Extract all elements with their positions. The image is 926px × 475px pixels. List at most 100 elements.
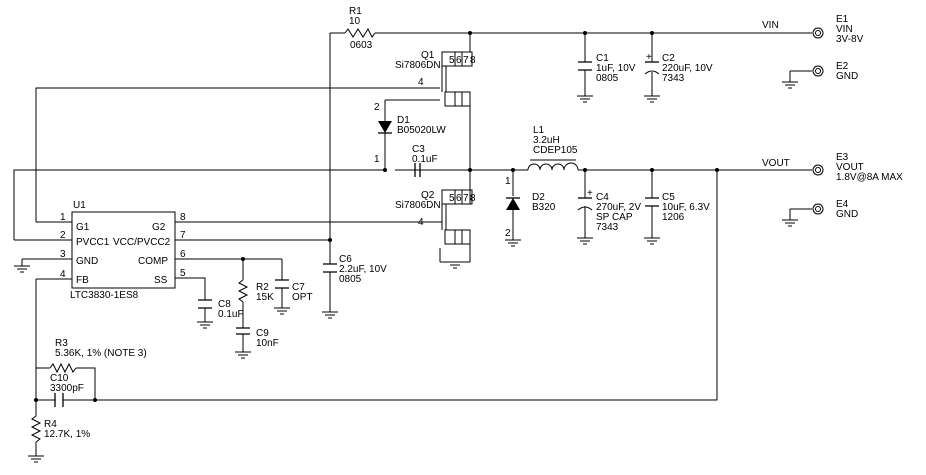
d2-part: B320	[532, 202, 556, 213]
terminal-e3: E3 VOUT 1.8V@8A MAX	[812, 152, 903, 183]
mosfet-q2: 5 6 7 8 4 Q2 Si7806DN	[395, 189, 476, 245]
l1-value: 3.2uH	[533, 135, 560, 146]
c6-package: 0805	[339, 274, 362, 285]
capacitor-c2: + C2 220uF, 10V 7343	[644, 52, 713, 84]
q1-pin-6: 6	[456, 55, 462, 66]
c2-value: 220uF, 10V	[662, 63, 713, 74]
r4-ref: R4	[44, 419, 57, 430]
ic-u1: U1 LTC3830-1ES8 1 2 3 4 8 7 6 5 G1 PVCC1…	[60, 200, 186, 301]
u1-pin2-num: 2	[60, 230, 66, 241]
q1-pin-5: 5	[449, 55, 455, 66]
u1-part: LTC3830-1ES8	[70, 290, 139, 301]
c9-ref: C9	[256, 328, 269, 339]
c5-value: 10uF, 6.3V	[662, 202, 710, 213]
d1-pin-anode: 2	[374, 102, 380, 113]
u1-pin8-name: G2	[152, 222, 166, 233]
wires	[13, 32, 812, 456]
r1-package: 0603	[350, 40, 373, 51]
c4-polarity-mark: +	[587, 188, 593, 199]
r2-value: 15K	[256, 292, 274, 303]
c2-package: 7343	[662, 73, 685, 84]
e2-label: GND	[836, 71, 858, 82]
d1-ref: D1	[397, 115, 410, 126]
e3-ref: E3	[836, 152, 849, 163]
diode-d2: 1 2 D2 B320	[505, 176, 556, 239]
resistor-r1: R1 10 0603	[344, 6, 376, 51]
c6-value: 2.2uF, 10V	[339, 264, 387, 275]
mosfet-q1: 5 6 7 8 4 Q1 Si7806DN	[395, 50, 476, 107]
u1-pin2-name: PVCC1	[76, 237, 110, 248]
c1-package: 0805	[596, 73, 619, 84]
u1-pin3-name: GND	[76, 256, 98, 267]
terminal-e1: E1 VIN 3V-8V	[812, 14, 864, 45]
q1-part: Si7806DN	[395, 60, 441, 71]
c10-ref: C10	[50, 373, 69, 384]
e2-ref: E2	[836, 61, 849, 72]
q1-ref: Q1	[421, 50, 435, 61]
e1-label: VIN	[836, 24, 853, 35]
q2-pin-6: 6	[456, 193, 462, 204]
c8-ref: C8	[218, 299, 231, 310]
d2-ref: D2	[532, 192, 545, 203]
q1-pin-8: 8	[470, 55, 476, 66]
u1-ref: U1	[73, 200, 86, 211]
net-label-vout: VOUT	[762, 158, 790, 169]
q1-pin-gate: 4	[418, 77, 424, 88]
u1-pin4-name: FB	[76, 275, 89, 286]
e3-desc: 1.8V@8A MAX	[836, 172, 903, 183]
q2-part: Si7806DN	[395, 200, 441, 211]
c10-value: 3300pF	[50, 383, 84, 394]
q2-pin-5: 5	[449, 193, 455, 204]
u1-pin6-num: 6	[180, 249, 186, 260]
c4-package: 7343	[596, 222, 619, 233]
c2-polarity-mark: +	[646, 52, 652, 63]
u1-pin1-num: 1	[60, 212, 66, 223]
e4-label: GND	[836, 209, 858, 220]
capacitor-c6: C6 2.2uF, 10V 0805	[323, 254, 387, 285]
c9-value: 10nF	[256, 338, 279, 349]
u1-pin1-name: G1	[76, 222, 90, 233]
r1-value: 10	[349, 16, 361, 27]
net-label-vin: VIN	[762, 20, 779, 31]
e1-desc: 3V-8V	[836, 34, 864, 45]
capacitor-c1: C1 1uF, 10V 0805	[578, 53, 636, 84]
terminal-e4: E4 GND	[812, 199, 858, 220]
e3-label: VOUT	[836, 162, 864, 173]
c4-value: 270uF, 2V	[596, 202, 641, 213]
c1-ref: C1	[596, 53, 609, 64]
c1-value: 1uF, 10V	[596, 63, 636, 74]
capacitor-c9: C9 10nF	[236, 327, 279, 349]
l1-part: CDEP105	[533, 145, 578, 156]
c5-package: 1206	[662, 212, 685, 223]
u1-pin5-name: SS	[154, 275, 168, 286]
r3-value: 5.36K, 1% (NOTE 3)	[55, 348, 147, 359]
capacitor-c7: C7 OPT	[275, 279, 313, 303]
d2-pin-cathode: 2	[505, 228, 511, 239]
q2-pin-gate: 4	[418, 217, 424, 228]
capacitor-c10: C10 3300pF	[50, 373, 84, 407]
c7-ref: C7	[292, 282, 305, 293]
u1-pin7-name: VCC/PVCC2	[113, 237, 171, 248]
c6-ref: C6	[339, 254, 352, 265]
resistor-r4: R4 12.7K, 1%	[30, 415, 90, 443]
capacitor-c4: + C4 270uF, 2V SP CAP 7343	[577, 188, 641, 233]
diode-d1: 2 1 D1 B05020LW	[374, 102, 446, 165]
capacitor-c5: C5 10uF, 6.3V 1206	[645, 192, 710, 223]
c5-ref: C5	[662, 192, 675, 203]
q1-pin-7: 7	[463, 55, 469, 66]
inductor-l1: L1 3.2uH CDEP105	[527, 125, 579, 171]
u1-pin8-num: 8	[180, 212, 186, 223]
e1-ref: E1	[836, 14, 849, 25]
u1-pin3-num: 3	[60, 249, 66, 260]
c7-value: OPT	[292, 292, 313, 303]
junction-dots	[34, 31, 719, 402]
c3-value: 0.1uF	[412, 154, 438, 165]
d1-pin-cathode: 1	[374, 154, 380, 165]
capacitor-c8: C8 0.1uF	[198, 299, 244, 320]
r2-ref: R2	[256, 282, 269, 293]
ground-symbols	[14, 81, 798, 463]
resistor-r2: R2 15K	[237, 279, 274, 303]
u1-pin7-num: 7	[180, 230, 186, 241]
d1-part: B05020LW	[397, 125, 446, 136]
